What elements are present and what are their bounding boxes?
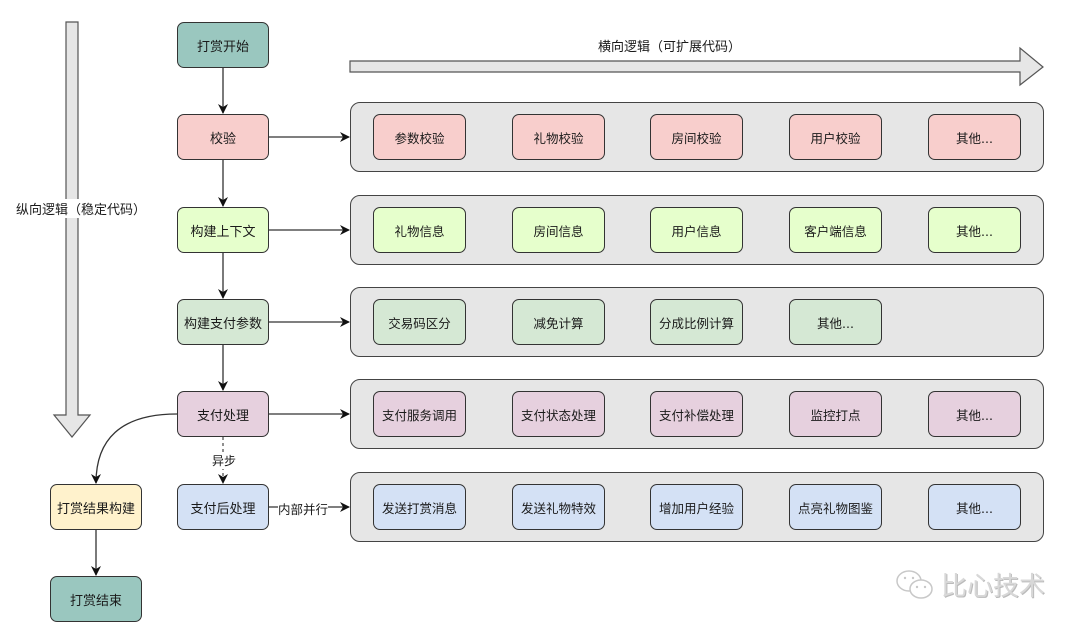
horizontal-logic-arrow	[349, 46, 1044, 87]
node-start[interactable]: 打赏开始	[177, 22, 269, 68]
row-item[interactable]: 客户端信息	[789, 207, 882, 253]
row-item[interactable]: 其他...	[928, 391, 1021, 437]
edge-payment-result	[91, 413, 178, 484]
row-item[interactable]: 其他...	[789, 299, 882, 345]
row-item[interactable]: 其他...	[928, 484, 1021, 530]
row-item[interactable]: 房间校验	[650, 114, 743, 160]
row-item[interactable]: 支付状态处理	[512, 391, 605, 437]
row-item[interactable]: 用户校验	[789, 114, 882, 160]
row-post-payment: 发送打赏消息 发送礼物特效 增加用户经验 点亮礼物图鉴 其他...	[350, 472, 1044, 542]
row-item[interactable]: 监控打点	[789, 391, 882, 437]
row-item[interactable]: 房间信息	[512, 207, 605, 253]
row-payment: 支付服务调用 支付状态处理 支付补偿处理 监控打点 其他...	[350, 379, 1044, 449]
row-validate: 参数校验 礼物校验 房间校验 用户校验 其他...	[350, 102, 1044, 172]
node-payment-processing[interactable]: 支付处理	[177, 391, 269, 437]
row-item[interactable]: 点亮礼物图鉴	[789, 484, 882, 530]
node-validate[interactable]: 校验	[177, 114, 269, 160]
row-item[interactable]: 其他...	[928, 114, 1021, 160]
row-item[interactable]: 参数校验	[373, 114, 466, 160]
row-item[interactable]: 礼物校验	[512, 114, 605, 160]
row-item[interactable]: 增加用户经验	[650, 484, 743, 530]
wechat-icon	[896, 569, 933, 599]
node-build-context[interactable]: 构建上下文	[177, 207, 269, 253]
row-payment-params: 交易码区分 减免计算 分成比例计算 其他...	[350, 287, 1044, 357]
row-item[interactable]: 分成比例计算	[650, 299, 743, 345]
edge-label-internal-parallel: 内部并行	[278, 499, 329, 518]
node-post-payment[interactable]: 支付后处理	[177, 484, 269, 530]
edge-label-async: 异步	[212, 452, 237, 469]
row-item[interactable]: 支付补偿处理	[650, 391, 743, 437]
row-item[interactable]: 用户信息	[650, 207, 743, 253]
node-build-payment-params[interactable]: 构建支付参数	[177, 299, 269, 345]
node-result-build[interactable]: 打赏结果构建	[50, 484, 142, 530]
watermark: 比心技术	[895, 566, 1045, 603]
row-item[interactable]: 减免计算	[512, 299, 605, 345]
row-context: 礼物信息 房间信息 用户信息 客户端信息 其他...	[350, 195, 1044, 265]
row-item[interactable]: 发送打赏消息	[373, 484, 466, 530]
row-item[interactable]: 其他...	[928, 207, 1021, 253]
row-item[interactable]: 交易码区分	[373, 299, 466, 345]
horizontal-axis-label: 横向逻辑（可扩展代码）	[598, 36, 742, 55]
vertical-logic-arrow	[52, 21, 92, 438]
node-end[interactable]: 打赏结束	[50, 576, 142, 622]
vertical-axis-label: 纵向逻辑（稳定代码）	[16, 199, 147, 218]
watermark-text: 比心技术	[941, 572, 1046, 602]
row-item[interactable]: 发送礼物特效	[512, 484, 605, 530]
row-item[interactable]: 支付服务调用	[373, 391, 466, 437]
row-item[interactable]: 礼物信息	[373, 207, 466, 253]
